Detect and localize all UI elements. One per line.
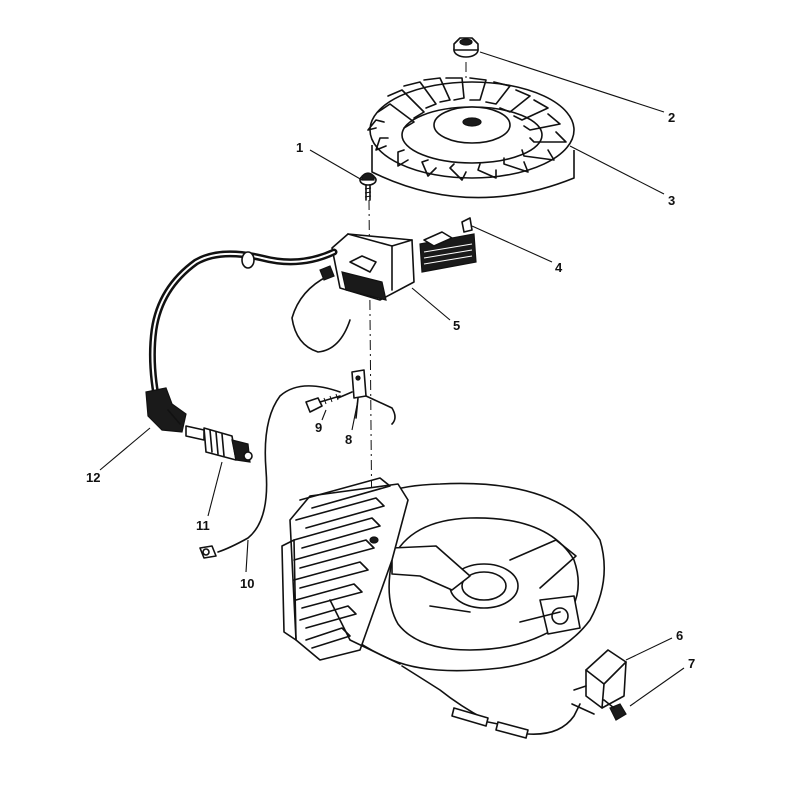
spark-plug [185,425,253,463]
callout-4: 4 [555,260,563,275]
callout-11: 11 [196,518,210,533]
leader-lines [99,51,685,707]
flywheel [367,77,575,199]
callout-7: 7 [688,656,695,671]
module-screw [603,699,627,721]
ground-bracket [337,369,396,425]
flywheel-key [461,217,473,233]
callout-2: 2 [668,110,675,125]
callout-10: 10 [240,576,254,591]
callout-3: 3 [668,193,675,208]
engine-housing [281,477,605,672]
callout-8: 8 [345,432,352,447]
callout-5: 5 [453,318,460,333]
coil-screw [359,172,377,201]
ignition-coil [291,231,477,353]
bracket-screw [305,393,341,413]
ground-wire [199,385,341,559]
callout-12: 12 [86,470,100,485]
flywheel-nut [453,37,479,58]
spark-plug-lead [145,248,338,433]
callout-labels: 1 2 3 4 5 6 7 8 9 10 11 12 [86,110,695,671]
callout-6: 6 [676,628,683,643]
callout-1: 1 [296,140,303,155]
ignition-module [401,649,627,739]
callout-9: 9 [315,420,322,435]
